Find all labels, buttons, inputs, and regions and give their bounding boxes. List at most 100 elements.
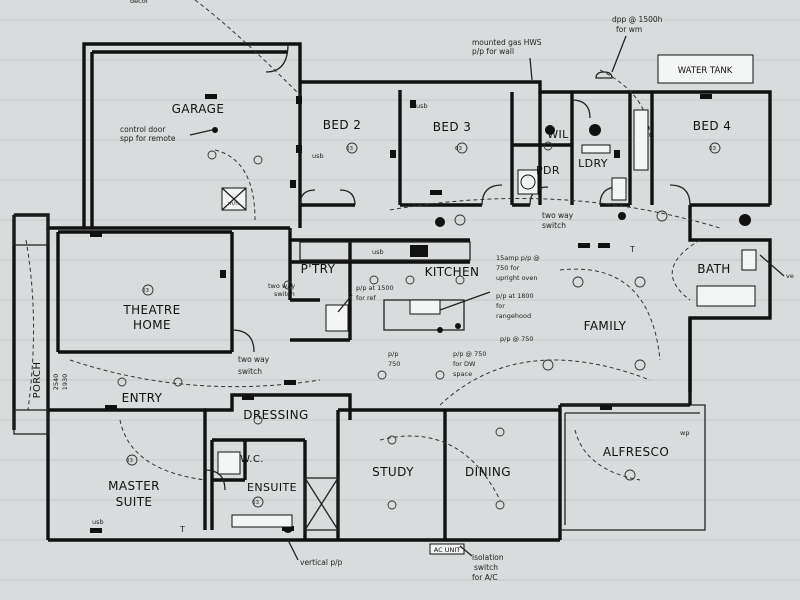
note-two-way-2-switch: switch	[238, 367, 262, 376]
note-dw-2: for DW	[453, 360, 476, 368]
light-icon	[207, 150, 217, 160]
note-vertical-pp: vertical p/p	[300, 558, 343, 567]
note-ve: ve	[786, 272, 794, 280]
label-wc: W.C.	[240, 454, 264, 465]
light-icon	[369, 275, 379, 285]
label-porch: PORCH	[32, 362, 43, 399]
note-light-code: 03	[142, 288, 149, 294]
light-icon	[377, 370, 387, 380]
note-ref-1: p/p at 1500	[356, 284, 394, 292]
label-bed4: BED 4	[693, 119, 732, 133]
note-light-code: 03	[252, 500, 259, 506]
note-rh-3: rangehood	[496, 312, 531, 320]
note-isolation-switch: switch	[474, 563, 498, 572]
note-rh-1: p/p at 1800	[496, 292, 534, 300]
light-icon	[387, 500, 397, 510]
label-theatre: THEATRE	[122, 303, 180, 317]
light-icon	[543, 141, 553, 151]
note-two-way-2: two way	[238, 355, 270, 364]
light-icon	[252, 496, 264, 508]
light-icon	[126, 454, 138, 466]
label-pdr: PDR	[536, 164, 560, 177]
label-entry: ENTRY	[122, 391, 163, 405]
walls	[12, 42, 772, 542]
note-pp-750-b2: 750	[388, 360, 400, 368]
leader-lines	[189, 35, 785, 561]
vanity	[741, 249, 757, 271]
note-two-way-3: two way	[268, 282, 295, 290]
fridge-space	[325, 304, 349, 332]
ensuite-vanity	[231, 514, 293, 528]
light-icon	[142, 284, 154, 296]
light-icon	[542, 359, 554, 371]
light-icon	[283, 280, 293, 290]
switch-wiring	[25, 0, 721, 501]
label-family: FAMILY	[584, 319, 627, 333]
note-pp-750-b1: p/p	[388, 350, 398, 358]
note-thermostat: T	[179, 525, 185, 534]
light-icon	[456, 142, 468, 154]
light-icon	[709, 142, 721, 154]
note-control-door: control door	[120, 125, 166, 134]
note-oven-2: 750 for	[496, 264, 520, 272]
laundry-tub	[611, 177, 627, 201]
label-ensuite: ENSUITE	[247, 481, 297, 494]
light-icon	[634, 276, 646, 288]
label-dining: DINING	[465, 465, 511, 479]
light-icon	[634, 359, 646, 371]
room-labels: GARAGE BED 2 BED 3 BED 4 WIL PDR LDRY TH…	[32, 66, 733, 554]
ceiling-lights	[117, 141, 721, 510]
note-usb-bed3: usb	[416, 102, 428, 110]
label-dressing: DRESSING	[243, 408, 308, 422]
light-icon	[387, 435, 397, 445]
note-mh: m/h	[228, 201, 239, 207]
light-icon	[253, 415, 263, 425]
note-gas-hws: mounted gas HWS	[472, 38, 542, 47]
note-oven-1: 15amp p/p @	[496, 254, 540, 262]
note-isolation: isolation	[472, 553, 504, 562]
label-master: MASTER	[108, 479, 160, 493]
note-porch-dim2: 1930	[61, 374, 69, 391]
note-usb-master: usb	[92, 518, 104, 526]
note-light-code: 03	[126, 458, 133, 464]
kitchen-sink	[409, 299, 441, 315]
note-pp-wall: p/p for wall	[472, 47, 514, 56]
note-dpp-wm: for wm	[616, 25, 642, 34]
note-two-way-1: two way	[542, 211, 574, 220]
note-oven-3: upright oven	[496, 274, 538, 282]
note-decor: decor	[130, 0, 149, 5]
water-tank	[657, 54, 754, 84]
light-icon	[656, 210, 668, 222]
light-icon	[173, 377, 183, 387]
label-kitchen: KITCHEN	[425, 265, 480, 279]
light-icon	[455, 275, 465, 285]
light-icon	[405, 275, 415, 285]
note-two-way-1-switch: switch	[542, 221, 566, 230]
note-light-code: 03	[346, 146, 353, 152]
note-rh-2: for	[496, 302, 505, 310]
label-ptry: P'TRY	[301, 262, 336, 276]
label-study: STUDY	[372, 465, 414, 479]
label-garage: GARAGE	[172, 102, 225, 116]
note-dw-1: p/p @ 750	[453, 350, 486, 358]
note-porch-dim: 2540	[52, 374, 60, 391]
label-water-tank: WATER TANK	[678, 66, 733, 76]
bathtub	[696, 285, 756, 307]
label-alfresco: ALFRESCO	[603, 445, 669, 459]
note-light-code: 03	[455, 146, 462, 152]
electrical-notes: control door spp for remote mounted gas …	[52, 0, 794, 582]
light-icon	[253, 155, 263, 165]
light-icon	[572, 276, 584, 288]
light-icon	[495, 500, 505, 510]
note-thermostat-family: T	[629, 245, 635, 254]
wc-toilet	[217, 451, 241, 475]
label-bed3: BED 3	[433, 120, 472, 134]
note-light-code: 03	[709, 146, 716, 152]
light-icon	[624, 469, 636, 481]
note-dw-3: space	[453, 370, 472, 378]
light-icon	[435, 370, 445, 380]
label-home: HOME	[133, 318, 171, 332]
note-usb-bed2: usb	[312, 152, 324, 160]
label-suite: SUITE	[116, 495, 153, 509]
light-icon	[454, 214, 466, 226]
